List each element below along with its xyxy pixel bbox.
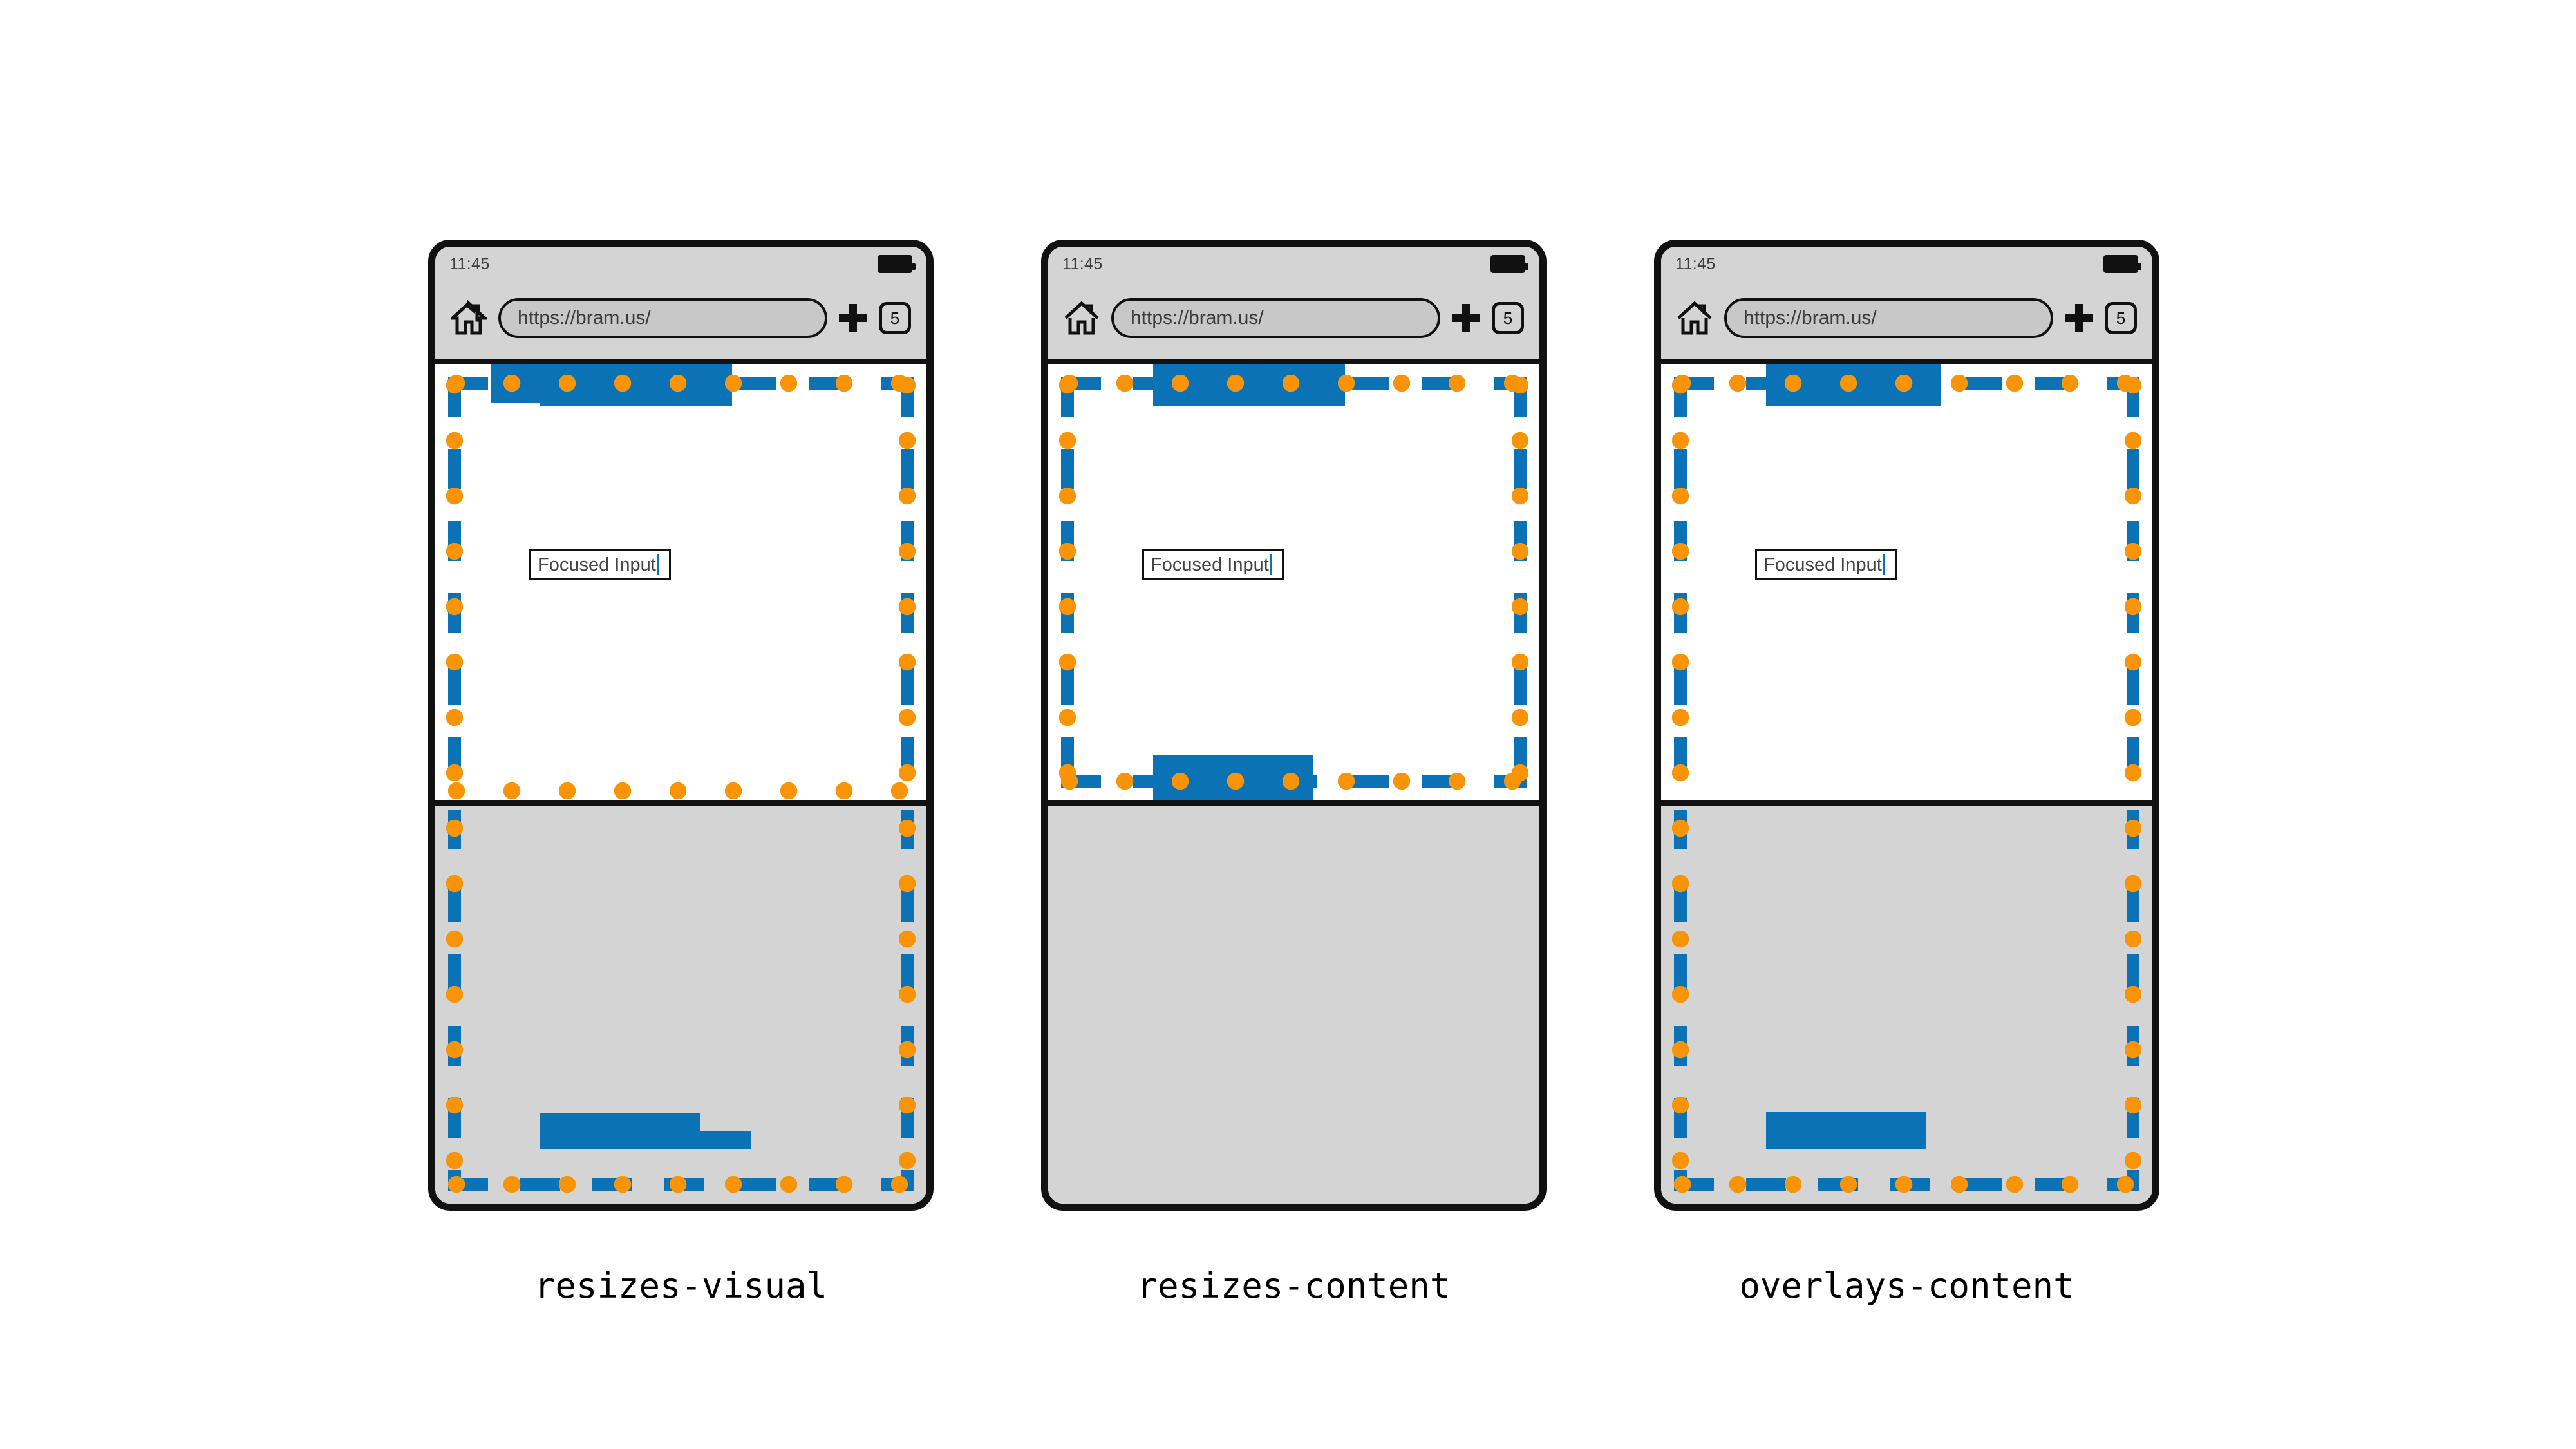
url-bar[interactable]: https://bram.us/	[498, 298, 827, 338]
text-caret	[656, 554, 659, 575]
url-text: https://bram.us/	[1131, 307, 1264, 328]
caption-resizes-content: resizes-content	[1136, 1265, 1451, 1306]
status-bar-3: 11:45	[1661, 247, 2152, 278]
text-caret	[1882, 554, 1885, 575]
focused-input[interactable]: Focused Input	[1755, 549, 1897, 580]
keyboard-block-wide	[540, 1113, 700, 1149]
focused-input[interactable]: Focused Input	[1142, 549, 1284, 580]
phone-screen-1: 11:45 https://bram.us/ 5	[435, 247, 926, 1204]
browser-toolbar-1: https://bram.us/ 5	[435, 278, 926, 359]
home-icon[interactable]	[448, 299, 489, 336]
phone-overlays-content: 11:45 https://bram.us/ 5	[1654, 240, 2159, 1211]
browser-chrome-2: 11:45 https://bram.us/ 5	[1048, 247, 1539, 364]
keyboard-block-small	[700, 1131, 751, 1149]
browser-chrome-1: 11:45 https://bram.us/ 5	[435, 247, 926, 364]
url-text: https://bram.us/	[1744, 307, 1877, 328]
home-icon[interactable]	[1677, 300, 1713, 336]
tab-count-badge[interactable]: 5	[879, 302, 911, 334]
focused-input-value: Focused Input	[1151, 554, 1269, 575]
status-bar-2: 11:45	[1048, 247, 1539, 278]
focused-input-value: Focused Input	[538, 554, 656, 575]
tab-count-badge[interactable]: 5	[1492, 302, 1524, 334]
browser-chrome-3: 11:45 https://bram.us/ 5	[1661, 247, 2152, 364]
home-icon[interactable]	[1064, 300, 1100, 336]
caption-resizes-visual: resizes-visual	[534, 1265, 828, 1306]
hero-block	[1153, 364, 1345, 406]
caption-overlays-content: overlays-content	[1739, 1265, 2074, 1306]
page-bottom-block	[1153, 755, 1313, 800]
browser-toolbar-2: https://bram.us/ 5	[1048, 278, 1539, 359]
phone-screen-2: 11:45 https://bram.us/ 5	[1048, 247, 1539, 1204]
focused-input[interactable]: Focused Input	[529, 549, 671, 580]
plus-icon[interactable]	[2065, 304, 2093, 332]
phone-resizes-visual: 11:45 https://bram.us/ 5	[428, 240, 934, 1211]
status-clock: 11:45	[1675, 254, 1716, 273]
url-bar[interactable]: https://bram.us/	[1111, 298, 1440, 338]
plus-icon[interactable]	[839, 304, 867, 332]
battery-full-icon	[1490, 255, 1528, 273]
hero-block	[1766, 364, 1941, 406]
status-clock: 11:45	[1062, 254, 1103, 273]
hero-block	[540, 364, 732, 406]
status-clock: 11:45	[449, 254, 490, 273]
url-bar[interactable]: https://bram.us/	[1724, 298, 2053, 338]
browser-toolbar-3: https://bram.us/ 5	[1661, 278, 2152, 359]
keyboard-block-wide	[1766, 1112, 1926, 1149]
focused-input-value: Focused Input	[1763, 554, 1882, 575]
battery-full-icon	[878, 255, 916, 273]
plus-icon[interactable]	[1452, 304, 1480, 332]
status-bar-1: 11:45	[435, 247, 926, 278]
layout-viewport-dots-row	[448, 782, 914, 799]
virtual-keyboard-2	[1048, 800, 1539, 1204]
phone-screen-3: 11:45 https://bram.us/ 5	[1661, 247, 2152, 1204]
url-text: https://bram.us/	[518, 307, 651, 328]
page-content-2	[1048, 364, 1539, 800]
phone-resizes-content: 11:45 https://bram.us/ 5	[1041, 240, 1547, 1211]
tab-count-badge[interactable]: 5	[2105, 302, 2137, 334]
page-content-3	[1661, 364, 2152, 800]
text-caret	[1269, 554, 1272, 575]
battery-full-icon	[2103, 255, 2141, 273]
page-content-1	[435, 364, 926, 800]
